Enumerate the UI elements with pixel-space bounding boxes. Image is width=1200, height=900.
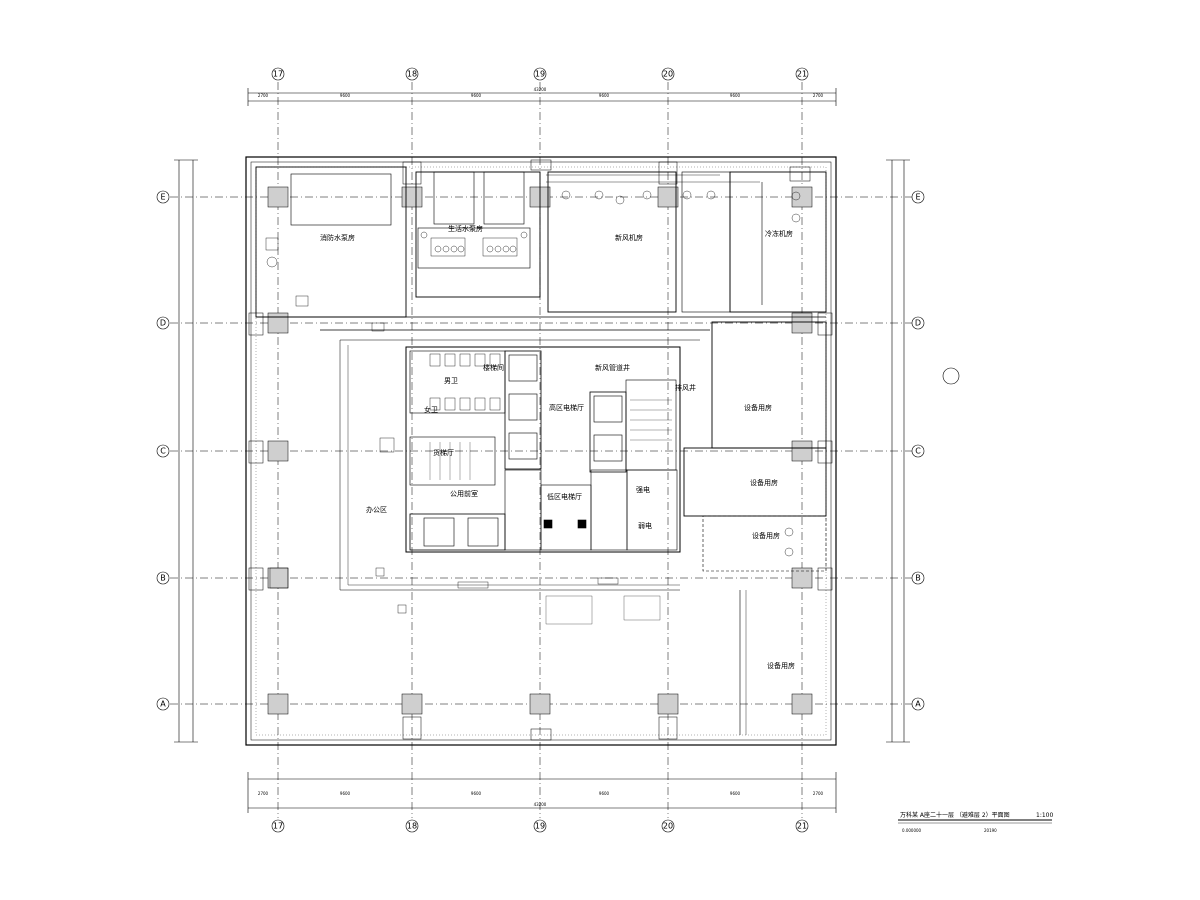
room-label-water-tank: 生活水泵房 (448, 224, 483, 233)
drawing-scale: 1:100 (1036, 812, 1053, 819)
grid-row-label: A (915, 700, 921, 709)
grid-row-label: B (160, 574, 166, 583)
room-label-fire-pump: 消防水泵房 (320, 233, 355, 242)
svg-text:9600: 9600 (599, 791, 610, 796)
room-label-weak-elec: 弱电 (638, 521, 652, 530)
room-label-male-wc: 男卫 (444, 377, 458, 385)
grid-row-label: C (915, 447, 921, 456)
room-label-equipment-1: 设备用房 (744, 403, 772, 412)
room-label-equipment-2: 设备用房 (750, 478, 778, 487)
grid-column-label: 20 (663, 822, 673, 831)
drawing-title: 万科某 A座二十一层 （避难层 2）平面图 (900, 811, 1010, 819)
svg-text:2700: 2700 (813, 791, 824, 796)
room-label-female-wc: 女卫 (424, 405, 438, 414)
svg-text:9600: 9600 (730, 791, 741, 796)
room-label-fresh-air-pipe: 新风管道井 (595, 363, 630, 372)
grid-column-label: 19 (535, 70, 545, 79)
grid-column-label: 17 (273, 70, 283, 79)
grid-column-label: 21 (797, 822, 807, 831)
svg-text:2700: 2700 (813, 93, 824, 98)
room-label-elevator-hall: 高区电梯厅 (549, 403, 584, 412)
grid-column-label: 18 (407, 70, 417, 79)
room-label-elec: 强电 (636, 485, 650, 494)
core-wall (405, 346, 681, 553)
svg-text:9600: 9600 (599, 93, 610, 98)
svg-text:9600: 9600 (340, 791, 351, 796)
drawing-ref: 20190 (984, 828, 997, 833)
svg-text:43200: 43200 (534, 802, 547, 807)
svg-text:43200: 43200 (534, 87, 547, 92)
room-label-public-wc: 公用前室 (450, 489, 478, 498)
room-label-office: 办公区 (366, 505, 387, 514)
grid-column-label: 21 (797, 70, 807, 79)
svg-text:9600: 9600 (340, 93, 351, 98)
room-label-low-elev-hall: 低区电梯厅 (547, 492, 582, 501)
grid-row-label: E (160, 193, 165, 202)
svg-text:2700: 2700 (258, 791, 269, 796)
room-label-fresh-air: 新风机房 (615, 233, 643, 242)
grid-column-label: 18 (407, 822, 417, 831)
room-label-ac-room: 冷冻机房 (765, 229, 793, 238)
room-label-equipment-4: 设备用房 (767, 661, 795, 670)
grid-row-label: D (160, 319, 166, 328)
room-label-equipment-3: 设备用房 (752, 531, 780, 540)
drawing-note: 0.000000 (902, 828, 922, 833)
svg-text:9600: 9600 (471, 791, 482, 796)
grid-row-label: C (160, 447, 166, 456)
grid-column-label: 20 (663, 70, 673, 79)
grid-column-label: 19 (535, 822, 545, 831)
svg-text:9600: 9600 (471, 93, 482, 98)
room-label-stair: 楼梯间 (483, 363, 504, 372)
room-label-exhaust-shaft: 排风井 (675, 383, 696, 392)
grid-row-label: B (915, 574, 921, 583)
svg-text:9600: 9600 (730, 93, 741, 98)
svg-text:2700: 2700 (258, 93, 269, 98)
grid-column-label: 17 (273, 822, 283, 831)
grid-row-label: A (160, 700, 166, 709)
grid-row-label: D (915, 319, 921, 328)
grid-row-label: E (915, 193, 920, 202)
room-label-freight-hall: 货梯厅 (433, 448, 454, 457)
